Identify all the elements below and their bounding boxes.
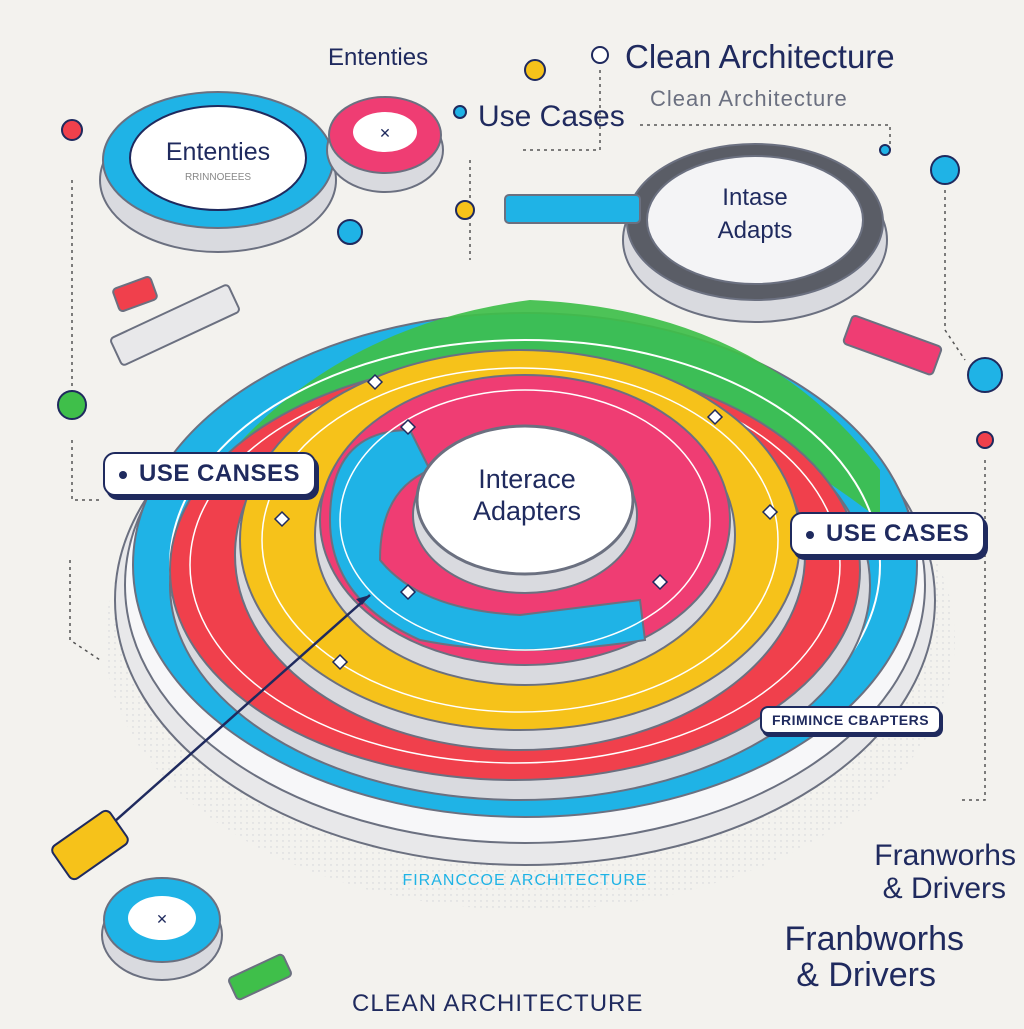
pointer-arrow: [51, 594, 371, 881]
pill-frimince-adapters-text: FRIMINCE CBAPTERS: [772, 712, 930, 728]
bottom-left-disk: ✕: [101, 877, 223, 981]
bottom-title: CLEAN ARCHITECTURE: [352, 990, 644, 1017]
ring-label: FIRANCCOE ARCHITECTURE: [402, 872, 647, 889]
pill-frimince-adapters: FRIMINCE CBAPTERS: [760, 706, 942, 734]
title-sub: Clean Architecture: [650, 86, 848, 111]
blue-block: [504, 194, 641, 224]
interface-disk-line1: Intase: [722, 184, 787, 211]
top-use-cases-label: Use Cases: [478, 100, 625, 133]
red-block: [842, 314, 943, 376]
top-ententies-label: Ententies: [328, 44, 429, 71]
close-icon: ✕: [379, 125, 391, 141]
small-red-block: [112, 276, 158, 312]
pill-use-canses: USE CANSES: [103, 452, 317, 496]
ententies-disk-sublabel: RRINNOEEES: [185, 172, 251, 183]
interface-disk-line2: Adapts: [718, 217, 793, 244]
bullet-icon: [806, 530, 814, 539]
center-label-line1: Interace: [478, 464, 576, 494]
close-icon: ✕: [156, 911, 168, 927]
frameworks-1-line1: Franworhs: [874, 839, 1016, 872]
center-label-line2: Adapters: [473, 496, 581, 526]
bullet-icon: [119, 470, 127, 479]
ententies-disk: Ententies RRINNOEEES: [99, 91, 337, 253]
frameworks-labels: Franworhs & Drivers Franbworhs & Drivers: [784, 839, 1016, 994]
grey-block: [110, 284, 240, 366]
pill-use-cases-text: USE CASES: [826, 520, 970, 547]
ententies-disk-label: Ententies: [166, 138, 270, 166]
ring-markers: [273, 373, 779, 671]
pill-use-canses-text: USE CANSES: [139, 460, 301, 487]
pill-use-cases: USE CASES: [790, 512, 986, 556]
pink-disk: ✕: [326, 96, 444, 193]
green-block: [228, 953, 292, 1001]
center-disk: [415, 424, 635, 576]
connector-blocks: [110, 194, 943, 1001]
pin-markers: [57, 46, 1003, 449]
frameworks-1-line2: & Drivers: [883, 872, 1006, 905]
title-main: Clean Architecture: [625, 38, 895, 75]
interface-adapters-disk: Intase Adapts: [622, 143, 888, 323]
frameworks-2-line1: Franbworhs: [784, 920, 964, 958]
concentric-rings: Interace Adapters FIRANCCOE ARCHITECTURE: [105, 300, 955, 910]
frameworks-2-line2: & Drivers: [796, 956, 936, 994]
green-band: [180, 300, 880, 560]
